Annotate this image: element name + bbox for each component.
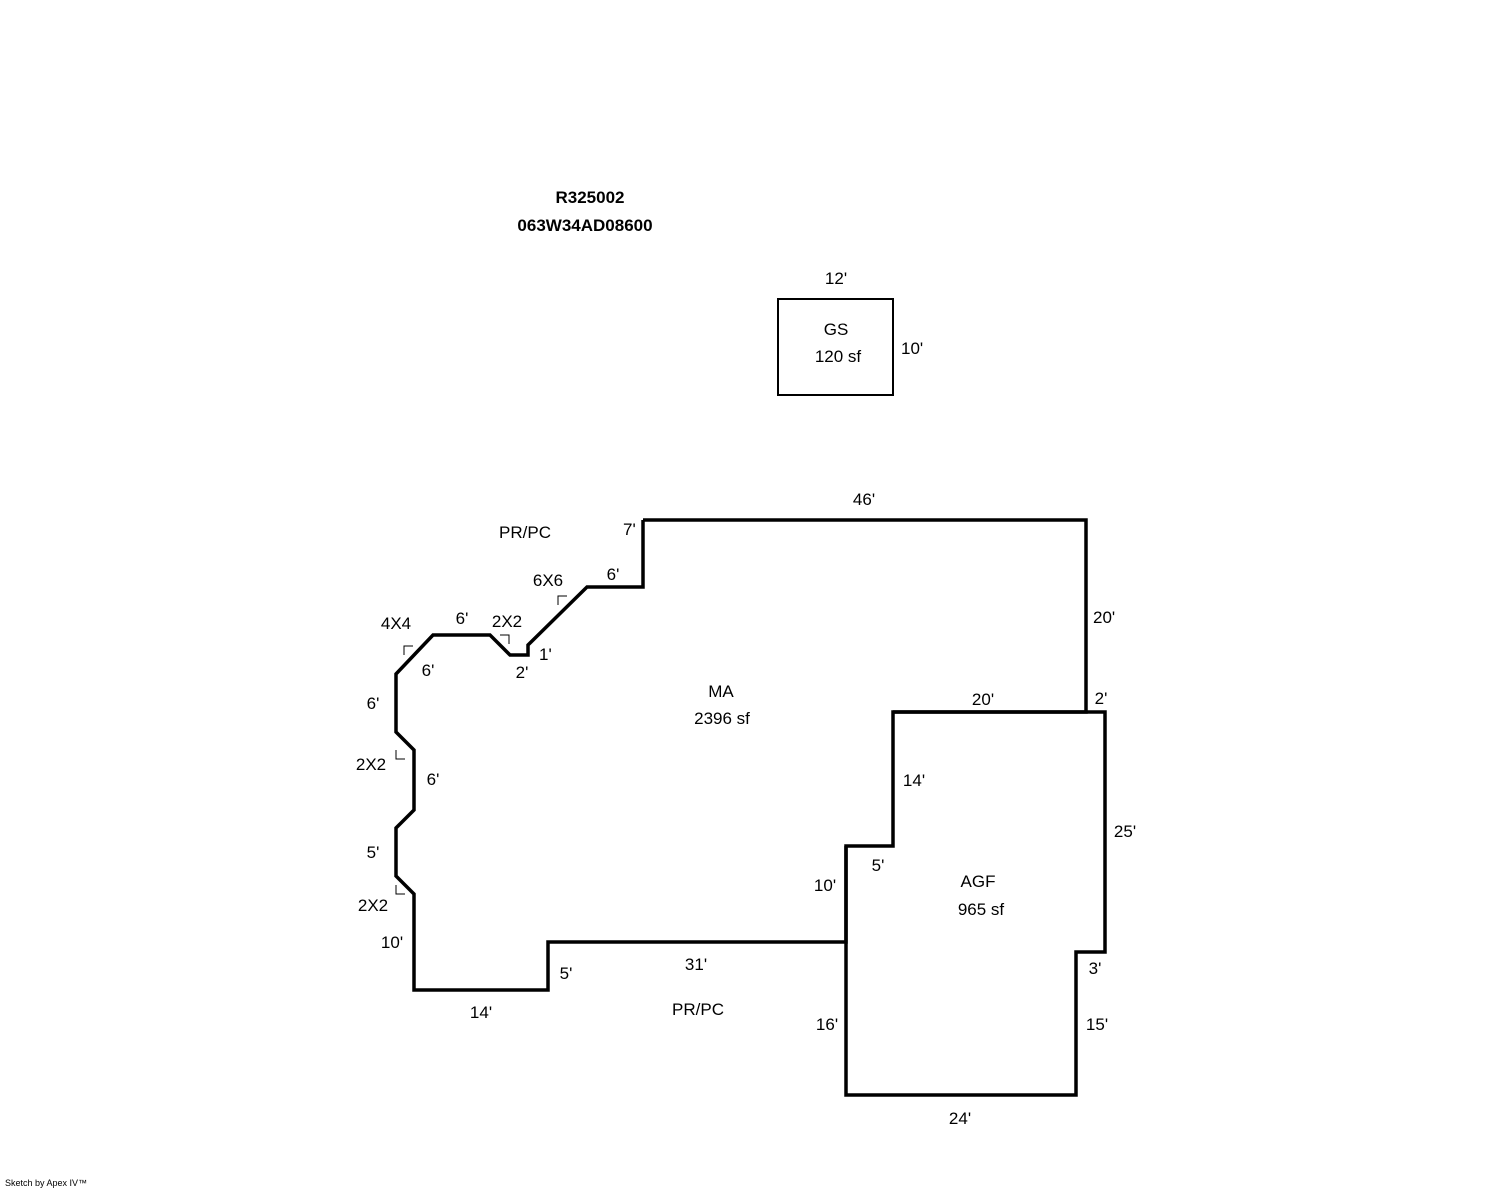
dim-gs-top: 12' <box>825 269 847 288</box>
agf-code: AGF <box>961 872 996 891</box>
gs-outline <box>777 298 894 396</box>
dim-left-6: 6' <box>367 694 380 713</box>
bay-mark-2x2-top <box>500 634 510 644</box>
dim-agf-top: 20' <box>972 690 994 709</box>
porch-label-top: PR/PC <box>499 523 551 542</box>
dim-ma-top: 46' <box>853 490 875 509</box>
dim-agf-right-15: 15' <box>1086 1015 1108 1034</box>
dim-bay-2x2-left2: 2X2 <box>358 896 388 915</box>
gs-code: GS <box>824 320 849 339</box>
dim-agf-step-3: 3' <box>1089 959 1102 978</box>
dim-agf-top-right: 2' <box>1095 689 1108 708</box>
dim-agf-step-5: 5' <box>872 856 885 875</box>
dim-bottom-31: 31' <box>685 955 707 974</box>
dim-agf-bottom: 24' <box>949 1109 971 1128</box>
dim-bottom-14: 14' <box>470 1003 492 1022</box>
dim-agf-left-16: 16' <box>816 1015 838 1034</box>
agf-outline <box>844 710 1107 1097</box>
dim-agf-left-14: 14' <box>903 771 925 790</box>
map-number: 063W34AD08600 <box>517 216 652 235</box>
dim-step-5: 5' <box>560 964 573 983</box>
dim-bay-2: 2' <box>516 663 529 682</box>
dim-ma-step-top: 6' <box>607 565 620 584</box>
agf-area: 965 sf <box>958 900 1005 919</box>
porch-label-bottom: PR/PC <box>672 1000 724 1019</box>
dim-ma-left-step: 7' <box>623 520 636 539</box>
dim-left-10: 10' <box>381 933 403 952</box>
dim-top-6: 6' <box>456 609 469 628</box>
gs-area: 120 sf <box>815 347 862 366</box>
ma-code: MA <box>708 682 734 701</box>
dim-agf-left-10: 10' <box>814 876 836 895</box>
dim-bay-4x4: 4X4 <box>381 614 411 633</box>
dim-inner-6: 6' <box>427 770 440 789</box>
dim-bay-2x2-left1: 2X2 <box>356 755 386 774</box>
parcel-id: R325002 <box>555 188 624 207</box>
ma-area: 2396 sf <box>694 709 750 728</box>
dim-ma-right: 20' <box>1093 608 1115 627</box>
dim-agf-right-25: 25' <box>1114 822 1136 841</box>
sketch-credit: Sketch by Apex IV™ <box>5 1178 87 1188</box>
bay-mark-2x2-left2 <box>395 885 405 895</box>
dim-bay-2x2-top: 2X2 <box>492 612 522 631</box>
dim-bay-1: 1' <box>539 645 552 664</box>
dim-bay-6x6: 6X6 <box>533 571 563 590</box>
dim-gs-right: 10' <box>901 339 923 358</box>
bay-mark-4x4 <box>403 645 413 655</box>
bay-mark-2x2-left1 <box>395 750 405 760</box>
bay-mark-6x6 <box>557 595 567 605</box>
dim-diag-6: 6' <box>422 661 435 680</box>
dim-left-5: 5' <box>367 843 380 862</box>
ma-outline <box>394 518 1088 992</box>
